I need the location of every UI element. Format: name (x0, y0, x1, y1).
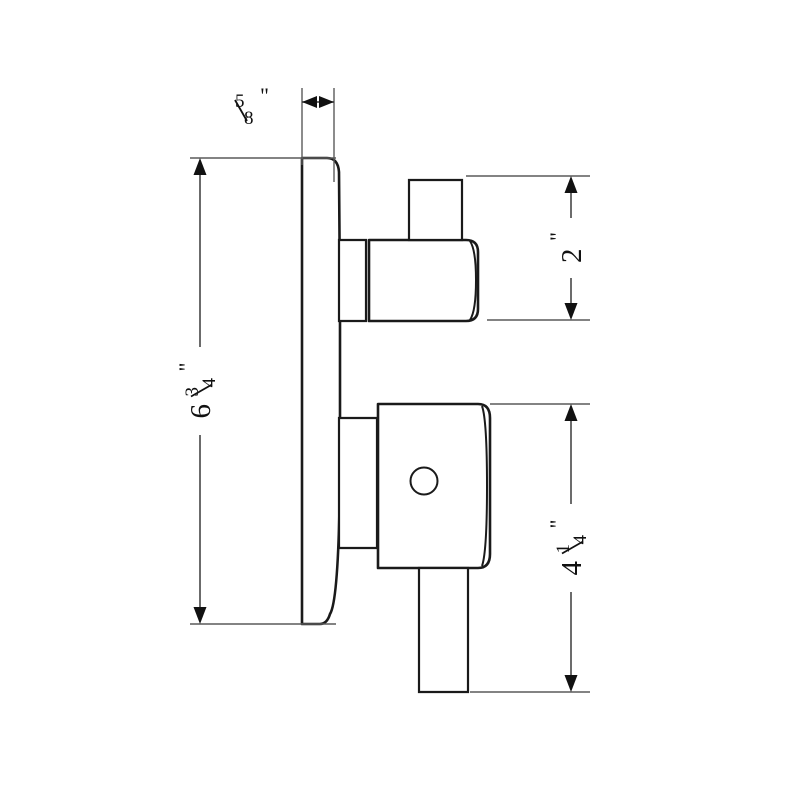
arrowhead-plate-thickness-right (319, 96, 334, 108)
dimension-inch-mark-plate-height: " (174, 363, 199, 372)
dimension-value-numerator-plate-height: 3 (182, 387, 203, 397)
arrowhead-plate-height-bottom (193, 607, 207, 624)
dimension-label-lower-handle-height: 414"4 1/4" (545, 520, 591, 576)
dimension-inch-mark-plate-thickness: " (260, 83, 269, 108)
safety-stop-button (409, 466, 439, 496)
dimension-value-whole-lower-handle-height: 4 (556, 561, 588, 576)
dimension-lower-handle-height: 414"4 1/4" (470, 403, 591, 693)
arrowhead-upper-handle-height-top (564, 176, 578, 193)
dimension-value-whole-upper-handle-height: 2 (556, 249, 588, 264)
dimension-value-numerator-plate-thickness: 5 (235, 91, 245, 112)
upper-knob-edge-highlight (469, 240, 478, 321)
arrowhead-plate-thickness-left (302, 96, 317, 108)
dimension-inch-mark-upper-handle-height: " (545, 232, 570, 241)
dimension-annotation-layer: 58"5/8"634"6 3/4"2"2"414"4 1/4" (174, 83, 591, 693)
lower-handle-lever-stem (417, 566, 470, 694)
dimension-inch-mark-lower-handle-height: " (545, 520, 570, 529)
dimension-fraction-bar-plate-thickness (234, 99, 248, 122)
dimension-label-plate-height: 634"6 3/4" (174, 363, 220, 419)
lower-handle-collar (337, 416, 379, 550)
dimension-value-whole-plate-height: 6 (185, 404, 217, 419)
upper-handle-lever-stem (407, 178, 464, 242)
upper-volume-knob (367, 238, 480, 323)
dimension-fraction-bar-lower-handle-height (561, 540, 584, 555)
dimension-label-upper-handle-height: 2"2" (545, 232, 588, 263)
escutcheon-plate (300, 156, 342, 626)
lower-thermostat-knob (376, 402, 492, 570)
arrowhead-upper-handle-height-bottom (564, 303, 578, 320)
dimension-value-denominator-lower-handle-height: 4 (570, 535, 591, 545)
dimension-value-denominator-plate-height: 4 (199, 378, 220, 388)
dimension-plate-thickness: 58"5/8" (234, 83, 335, 182)
lower-knob-edge-highlight (481, 405, 489, 567)
arrowhead-lower-handle-height-top (564, 404, 578, 421)
arrowhead-plate-height-top (193, 158, 207, 175)
dimension-value-denominator-plate-thickness: 8 (244, 108, 254, 129)
upper-handle-collar (337, 238, 368, 323)
dimension-upper-handle-height: 2"2" (466, 175, 590, 321)
dimension-plate-height: 634"6 3/4" (174, 157, 336, 625)
dimension-label-plate-thickness: 58"5/8" (234, 83, 269, 129)
dimension-fraction-bar-plate-height (190, 383, 213, 398)
arrowhead-lower-handle-height-bottom (564, 675, 578, 692)
dimension-value-numerator-lower-handle-height: 1 (553, 544, 574, 554)
part-geometry-group (300, 156, 492, 694)
